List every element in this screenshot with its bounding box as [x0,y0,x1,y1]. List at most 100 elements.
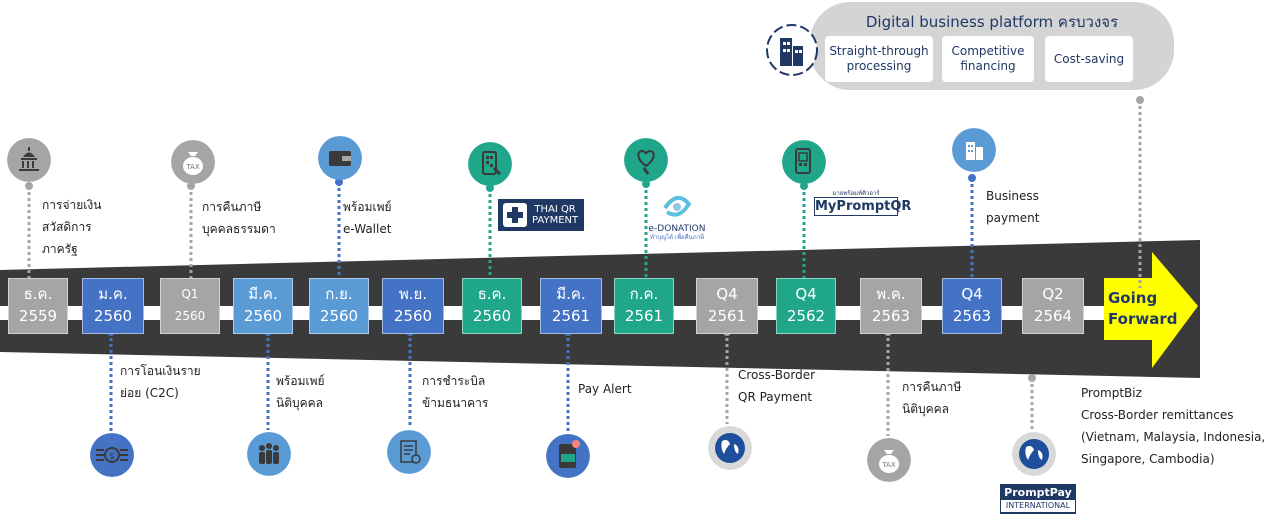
milestone-year: 2560 [319,307,359,325]
pill-straight-through: Straight-through processing [825,36,933,82]
label-line: บุคคลธรรมดา [202,222,276,236]
label-line: การจ่ายเงิน [42,198,102,212]
connector-dot [486,184,494,192]
promptpay-text: PromptPay [1001,485,1075,500]
label-cross-border-qr: Cross-Border QR Payment [738,364,815,408]
milestone-year: 2561 [551,307,591,325]
label-line: ย่อย (C2C) [120,386,179,400]
milestone-box: ธ.ค.2559 [8,278,68,334]
going-forward-arrow [1104,252,1198,368]
label-line: พร้อมเพย์ [343,200,392,214]
pill-cost-saving: Cost-saving [1045,36,1133,82]
svg-text:$: $ [109,452,115,462]
connector-dot [642,180,650,188]
label-line: การคืนภาษี [902,380,962,394]
label-line: ข้ามธนาคาร [422,396,489,410]
milestone-box: Q4 2561 [696,278,758,334]
label-line: การชำระบิล [422,374,486,388]
milestone-period: Q2 [1042,285,1064,303]
milestone-year: 2561 [624,307,664,325]
milestone-box: ก.ค. 2561 [614,278,674,334]
label-corporate-tax-refund: การคืนภาษี นิติบุคคล [902,376,961,420]
milestone-year: 2561 [707,307,747,325]
milestone-box: Q2 2564 [1022,278,1084,334]
promptpay-international-text: INTERNATIONAL [1001,500,1075,512]
label-promptpay-ewallet: พร้อมเพย์ e-Wallet [343,196,392,240]
thai-qr-line2: PAYMENT [532,215,579,226]
milestone-year: 2564 [1033,307,1073,325]
label-line: (Vietnam, Malaysia, Indonesia, [1081,430,1266,444]
qr-scan-icon [782,140,826,184]
phone-alert-icon [546,434,590,478]
label-government-welfare: การจ่ายเงิน สวัสดิการ ภาครัฐ [42,194,101,260]
milestone-year: 2563 [952,307,992,325]
milestone-period: Q4 [961,285,983,303]
milestone-box: ม.ค.2560 [82,278,144,334]
edonation-logo: e-DONATION ทำบุญได้ เพื่อคืนภาษี [640,192,714,244]
label-line: Cross-Border remittances [1081,408,1234,422]
milestone-box: พ.ย.2560 [382,278,444,334]
bill-invoice-icon [387,430,431,474]
connector-dot [187,182,195,190]
svg-text:TAX: TAX [881,461,896,469]
thai-qr-line1: THAI QR [534,204,576,215]
connector-dot [25,182,33,190]
milestone-period: พ.ค. [876,285,906,303]
milestone-period: ธ.ค. [477,285,507,303]
connector-dot [1136,96,1144,104]
promptpay-international-logo: PromptPay INTERNATIONAL [1000,484,1076,514]
milestone-period: มี.ค. [248,285,278,303]
people-group-icon [247,432,291,476]
milestone-box: มี.ค.2560 [233,278,293,334]
label-line: payment [986,211,1040,225]
milestone-box: ธ.ค. 2560 [462,278,522,334]
label-line: Pay Alert [578,382,632,396]
label-promptbiz-remittances: PromptBiz Cross-Border remittances (Viet… [1081,382,1265,470]
label-line: Singapore, Cambodia) [1081,452,1215,466]
going-forward-text: Going Forward [1108,289,1178,328]
svg-text:TAX: TAX [185,163,200,171]
label-promptpay-corporate: พร้อมเพย์ นิติบุคคล [276,370,325,414]
tax-bag-icon: TAX [867,438,911,482]
label-pay-alert: Pay Alert [578,378,632,400]
milestone-period: Q4 [716,285,738,303]
milestone-period: Q1 [181,287,199,301]
milestone-period: มี.ค. [556,285,586,303]
connector-dot [968,174,976,182]
label-line: การโอนเงินราย [120,364,201,378]
milestone-box: ก.ย.2560 [309,278,369,334]
milestone-period: Q4 [795,285,817,303]
government-building-icon [7,138,51,182]
label-cross-bank-bill: การชำระบิล ข้ามธนาคาร [422,370,488,414]
myprompt-thai: มายพร้อมท์คิวอาร์ [832,190,880,197]
milestone-year: 2560 [93,307,133,325]
label-personal-tax-refund: การคืนภาษี บุคคลธรรมดา [202,196,276,240]
pill-competitive-financing: Competitive financing [942,36,1034,82]
label-line: พร้อมเพย์ [276,374,325,388]
label-c2c-transfer: การโอนเงินราย ย่อย (C2C) [120,360,201,404]
milestone-year: 2559 [18,307,58,325]
milestone-box: Q4 2562 [776,278,836,334]
label-line: Business [986,189,1039,203]
label-line: e-Wallet [343,222,392,236]
milestone-period: ก.ค. [629,285,659,303]
milestone-box: Q4 2563 [942,278,1002,334]
qr-cross-icon [503,203,527,227]
platform-building-icon [766,24,818,76]
platform-title: Digital business platform ครบวงจร [865,13,1119,31]
connector-dot [335,178,343,186]
myprompt-text: MyPromptQR [814,197,912,216]
milestone-year: 2560 [472,307,512,325]
connector-dot [1028,374,1036,382]
label-line: PromptBiz [1081,386,1142,400]
qr-phone-icon [468,142,512,186]
going-forward-label: Going Forward [1108,288,1177,330]
label-line: ภาครัฐ [42,242,78,256]
label-line: Cross-Border [738,368,816,382]
milestone-year: 2562 [786,307,826,325]
label-line: การคืนภาษี [202,200,262,214]
myprompt-qr-logo: มายพร้อมท์คิวอาร์ MyPromptQR [814,190,912,216]
milestone-year: 2560 [393,307,433,325]
business-building-icon [952,128,996,172]
